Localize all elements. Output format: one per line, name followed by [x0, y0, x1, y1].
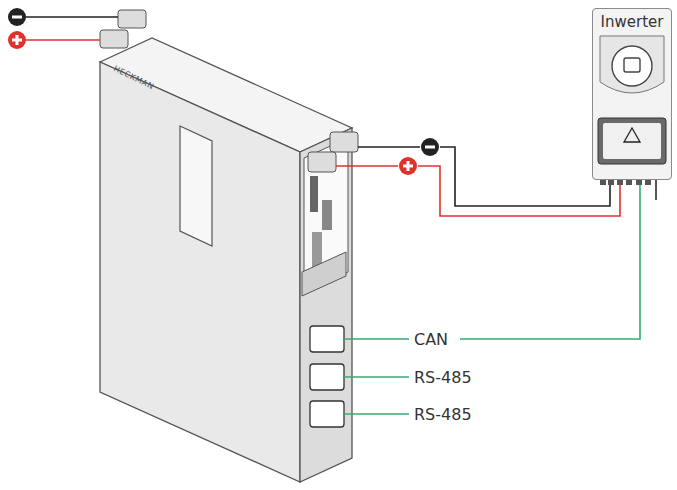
- terminal: [330, 132, 358, 152]
- switch: [322, 200, 332, 230]
- negative-wire: [358, 146, 420, 148]
- plus-symbol: [8, 31, 26, 49]
- minus-symbol: [421, 138, 439, 156]
- signal-label: RS-485: [414, 405, 472, 424]
- inverter-icon: [624, 58, 640, 72]
- leader-line: [344, 338, 409, 340]
- battery-front: [100, 62, 300, 482]
- leader-line: [344, 413, 409, 415]
- rs485-port: [310, 401, 344, 427]
- handle: [302, 252, 346, 296]
- breaker: [310, 176, 318, 212]
- inverter-cover: [600, 36, 664, 93]
- terminal: [100, 30, 128, 48]
- minus-symbol: [8, 8, 26, 26]
- inverter-panel: [598, 118, 666, 164]
- positive-wire: [26, 39, 100, 41]
- negative-wire: [440, 147, 610, 206]
- can-wire: [460, 182, 640, 339]
- inverter-box: Inwerter: [592, 8, 672, 180]
- warning-symbol: [624, 128, 640, 142]
- battery-side: [300, 128, 352, 482]
- positive-wire: [418, 166, 620, 216]
- rs485-port: [310, 364, 344, 390]
- positive-wire: [336, 165, 398, 167]
- terminal: [308, 152, 336, 172]
- terminal: [118, 10, 146, 28]
- signal-label: RS-485: [414, 368, 472, 387]
- inverter-body: [592, 8, 672, 180]
- signal-label: CAN: [414, 330, 448, 349]
- inverter-panel-label: [603, 123, 661, 159]
- can-port: [310, 326, 344, 352]
- inverter-antenna: [655, 180, 657, 200]
- display-window: [180, 126, 212, 246]
- node-title: Inwerter: [593, 9, 671, 31]
- leader-line: [344, 376, 409, 378]
- plus-symbol: [399, 157, 417, 175]
- cable-glands: [600, 180, 651, 185]
- negative-wire: [26, 16, 118, 18]
- inverter-display: [612, 46, 652, 86]
